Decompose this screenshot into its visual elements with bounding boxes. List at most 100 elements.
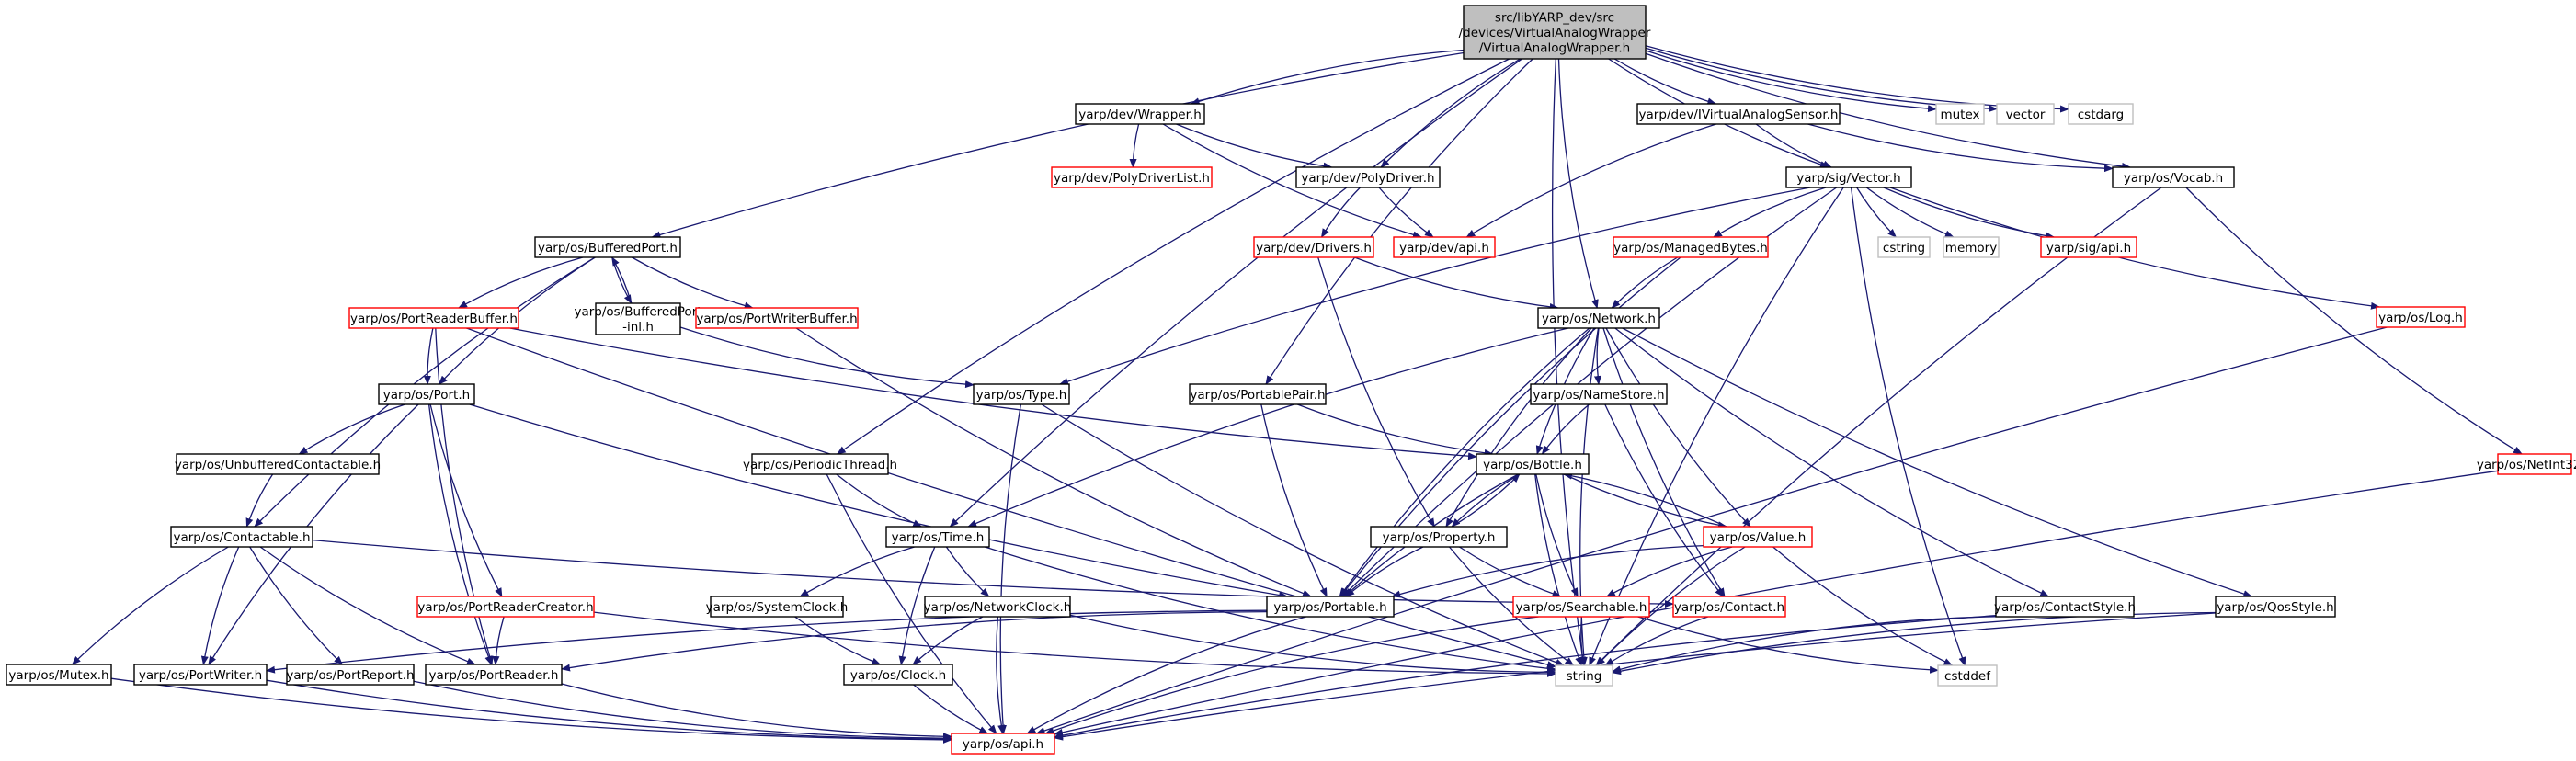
edge-root-to-vocab bbox=[1645, 52, 2132, 170]
node-cstdarg-box bbox=[2068, 103, 2134, 125]
node-layer: src/libYARP_dev/src/devices/VirtualAnalo… bbox=[6, 5, 2576, 755]
edge-portreadercreator-to-portreader bbox=[492, 616, 505, 665]
node-wrapper[interactable]: yarp/dev/Wrapper.h bbox=[1075, 103, 1205, 125]
node-drivers[interactable]: yarp/dev/Drivers.h bbox=[1253, 236, 1374, 258]
node-ivirtual[interactable]: yarp/dev/IVirtualAnalogSensor.h bbox=[1636, 103, 1841, 125]
node-type[interactable]: yarp/os/Type.h bbox=[973, 383, 1070, 405]
node-time[interactable]: yarp/os/Time.h bbox=[885, 526, 990, 548]
edge-port-to-unbuffered bbox=[298, 403, 405, 455]
edge-network-to-portable bbox=[1339, 327, 1590, 597]
node-mutexh[interactable]: yarp/os/Mutex.h bbox=[6, 664, 112, 686]
node-osapi[interactable]: yarp/os/api.h bbox=[951, 733, 1055, 755]
edge-port-to-portreader bbox=[427, 403, 493, 665]
node-portreaderbuffer-box bbox=[348, 307, 519, 329]
edge-wrapper-to-devapi bbox=[1162, 123, 1422, 239]
node-devapi-box bbox=[1393, 236, 1496, 258]
node-root[interactable]: src/libYARP_dev/src/devices/VirtualAnalo… bbox=[1459, 5, 1651, 60]
node-portable[interactable]: yarp/os/Portable.h bbox=[1266, 596, 1395, 618]
node-portreport[interactable]: yarp/os/PortReport.h bbox=[286, 664, 415, 686]
edge-layer bbox=[71, 45, 2523, 744]
node-portwriter[interactable]: yarp/os/PortWriter.h bbox=[133, 664, 268, 686]
node-port[interactable]: yarp/os/Port.h bbox=[378, 383, 475, 405]
node-memory-label-0: memory bbox=[1945, 241, 1997, 256]
edge-contactable-to-contact bbox=[312, 539, 1674, 608]
node-contactable-box bbox=[170, 526, 313, 548]
edge-time-to-systemclock bbox=[799, 546, 915, 597]
node-networkclock[interactable]: yarp/os/NetworkClock.h bbox=[924, 596, 1072, 618]
node-portreadercreator[interactable]: yarp/os/PortReaderCreator.h bbox=[416, 596, 595, 618]
node-polydriverlist-label-0: yarp/dev/PolyDriverList.h bbox=[1054, 171, 1210, 186]
node-qosstyle[interactable]: yarp/os/QosStyle.h bbox=[2215, 596, 2336, 618]
edge-nameStore-to-bottle bbox=[1541, 403, 1590, 455]
node-vocab[interactable]: yarp/os/Vocab.h bbox=[2112, 166, 2235, 188]
node-searchable[interactable]: yarp/os/Searchable.h bbox=[1512, 596, 1650, 618]
node-contact[interactable]: yarp/os/Contact.h bbox=[1672, 596, 1786, 618]
node-periodicthread[interactable]: yarp/os/PeriodicThread.h bbox=[743, 453, 897, 475]
edge-ivirtual-to-devapi bbox=[1465, 123, 1716, 238]
node-bufferedportinl[interactable]: yarp/os/BufferedPort-inl.h bbox=[574, 302, 702, 335]
node-log-label-0: yarp/os/Log.h bbox=[2378, 311, 2463, 325]
node-systemclock[interactable]: yarp/os/SystemClock.h bbox=[706, 596, 849, 618]
node-sigapi-label-0: yarp/sig/api.h bbox=[2046, 241, 2131, 256]
node-bufferedport[interactable]: yarp/os/BufferedPort.h bbox=[534, 236, 681, 258]
node-contactstyle[interactable]: yarp/os/ContactStyle.h bbox=[1994, 596, 2136, 618]
node-unbuffered[interactable]: yarp/os/UnbufferedContactable.h bbox=[175, 453, 381, 475]
node-clock[interactable]: yarp/os/Clock.h bbox=[843, 664, 953, 686]
edge-network-to-qosstyle bbox=[1622, 327, 2253, 597]
node-root-label-1: /devices/VirtualAnalogWrapper bbox=[1459, 26, 1651, 40]
node-string-box bbox=[1555, 664, 1613, 687]
node-managedbytes[interactable]: yarp/os/ManagedBytes.h bbox=[1613, 236, 1769, 258]
edge-network-to-property bbox=[1445, 327, 1592, 528]
edge-network-to-nameStore bbox=[1593, 327, 1601, 385]
edge-portreaderbuffer-to-port bbox=[423, 327, 434, 385]
node-portablepair[interactable]: yarp/os/PortablePair.h bbox=[1189, 383, 1327, 405]
edge-sigvector-to-managedbytes bbox=[1713, 187, 1827, 238]
node-bufferedportinl-box bbox=[595, 302, 681, 335]
node-portwriterbuffer-box bbox=[695, 307, 859, 329]
edge-bufferedport-to-contactable bbox=[254, 256, 596, 528]
edge-network-to-contactstyle bbox=[1614, 327, 2050, 597]
node-nameStore[interactable]: yarp/os/NameStore.h bbox=[1530, 383, 1668, 405]
edge-value-to-bottle bbox=[1563, 471, 1727, 528]
node-portreader-box bbox=[425, 664, 563, 686]
edge-nameStore-to-contact bbox=[1604, 403, 1724, 597]
node-portreader[interactable]: yarp/os/PortReader.h bbox=[425, 664, 563, 686]
node-clock-label-0: yarp/os/Clock.h bbox=[850, 668, 946, 683]
node-portablepair-label-0: yarp/os/PortablePair.h bbox=[1190, 388, 1325, 403]
node-devapi[interactable]: yarp/dev/api.h bbox=[1393, 236, 1496, 258]
node-contactable[interactable]: yarp/os/Contactable.h bbox=[170, 526, 313, 548]
node-network[interactable]: yarp/os/Network.h bbox=[1537, 307, 1660, 329]
node-unbuffered-box bbox=[176, 453, 380, 475]
node-string-label-0: string bbox=[1567, 669, 1602, 684]
node-cstdarg-label-0: cstdarg bbox=[2078, 108, 2124, 122]
node-sigvector[interactable]: yarp/sig/Vector.h bbox=[1785, 166, 1912, 188]
node-portwriterbuffer[interactable]: yarp/os/PortWriterBuffer.h bbox=[695, 307, 859, 329]
node-sigapi[interactable]: yarp/sig/api.h bbox=[2040, 236, 2137, 258]
edge-unbuffered-to-contactable bbox=[245, 473, 274, 528]
node-log[interactable]: yarp/os/Log.h bbox=[2376, 306, 2466, 328]
node-drivers-box bbox=[1253, 236, 1374, 258]
edge-value-to-cstddef bbox=[1772, 546, 1954, 666]
edge-value-to-searchable bbox=[1605, 546, 1733, 597]
node-value[interactable]: yarp/os/Value.h bbox=[1703, 526, 1813, 548]
node-polydriverlist-box bbox=[1051, 166, 1213, 188]
edge-root-to-cstdarg bbox=[1645, 45, 2069, 113]
node-netint32[interactable]: yarp/os/NetInt32.h bbox=[2477, 453, 2576, 475]
edge-property-to-string bbox=[1448, 546, 1575, 666]
edge-property-to-portable bbox=[1345, 546, 1424, 597]
node-bottle[interactable]: yarp/os/Bottle.h bbox=[1476, 453, 1590, 475]
node-devapi-label-0: yarp/dev/api.h bbox=[1399, 241, 1489, 256]
node-sigvector-box bbox=[1785, 166, 1912, 188]
node-property[interactable]: yarp/os/Property.h bbox=[1370, 526, 1508, 548]
edge-vocab-to-string bbox=[1595, 187, 2162, 666]
node-portreaderbuffer[interactable]: yarp/os/PortReaderBuffer.h bbox=[348, 307, 519, 329]
node-polydriver[interactable]: yarp/dev/PolyDriver.h bbox=[1295, 166, 1441, 188]
node-osapi-box bbox=[951, 733, 1055, 755]
node-portable-label-0: yarp/os/Portable.h bbox=[1273, 600, 1386, 615]
edge-bottle-to-string bbox=[1534, 473, 1582, 666]
node-port-label-0: yarp/os/Port.h bbox=[383, 388, 470, 403]
edge-property-to-bottle bbox=[1451, 473, 1521, 528]
node-cstddef-label-0: cstddef bbox=[1944, 669, 1991, 684]
node-vocab-box bbox=[2112, 166, 2235, 188]
node-polydriverlist[interactable]: yarp/dev/PolyDriverList.h bbox=[1051, 166, 1213, 188]
